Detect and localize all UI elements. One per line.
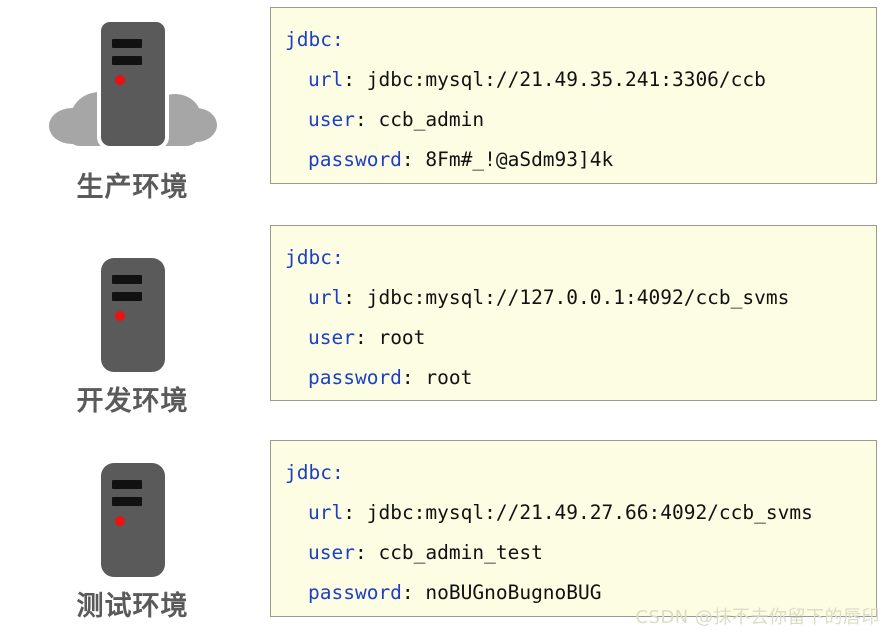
environment-icon-column: 生产环境 开发环境 测试环境 (0, 0, 265, 633)
server-vent-bar (111, 497, 142, 506)
code-line-url: url: jdbc:mysql://127.0.0.1:4092/ccb_svm… (285, 278, 876, 318)
environment-entry-development: 开发环境 (0, 252, 265, 422)
config-value: jdbc:mysql://127.0.0.1:4092/ccb_svms (366, 286, 790, 309)
config-separator: : (401, 148, 426, 171)
environment-label: 测试环境 (76, 591, 189, 622)
config-value: 8Fm#_!@aSdm93]4k (425, 148, 614, 171)
server-led-icon (114, 311, 125, 321)
config-key: user (308, 541, 355, 564)
code-line-root: jdbc: (285, 238, 876, 278)
test-icon-wrap (43, 457, 223, 587)
config-separator: : (343, 68, 367, 91)
server-tower-icon (100, 463, 165, 577)
config-value: ccb_admin (378, 108, 485, 131)
config-separator: : (401, 366, 426, 389)
server-vent-bar (111, 480, 142, 489)
config-separator: : (343, 286, 367, 309)
code-line-root: jdbc: (285, 453, 876, 493)
server-vent-bar (111, 292, 142, 301)
config-value: ccb_admin_test (378, 541, 543, 564)
config-separator: : (354, 326, 379, 349)
config-root-key: jdbc: (285, 246, 344, 269)
environment-entry-production: 生产环境 (0, 8, 265, 216)
development-icon-wrap (43, 252, 223, 382)
server-led-icon (114, 75, 125, 85)
environment-label: 开发环境 (76, 386, 189, 417)
server-vent-bar (111, 39, 142, 48)
server-tower-icon (100, 258, 165, 372)
code-line-url: url: jdbc:mysql://21.49.35.241:3306/ccb (285, 60, 876, 100)
config-separator: : (401, 581, 426, 604)
config-separator: : (354, 541, 379, 564)
server-vent-bar (111, 275, 142, 284)
config-root-key: jdbc: (285, 28, 344, 51)
config-value: root (378, 326, 426, 349)
server-led-icon (114, 516, 125, 526)
code-line-password: password: root (285, 358, 876, 398)
config-separator: : (354, 108, 379, 131)
config-value: jdbc:mysql://21.49.27.66:4092/ccb_svms (366, 501, 813, 524)
server-vent-bar (111, 56, 142, 65)
production-icon-wrap (43, 8, 223, 168)
watermark: CSDN @抹不去你留下的唇印 (635, 607, 880, 628)
config-value: root (425, 366, 473, 389)
config-key: user (308, 108, 355, 131)
config-key: url (308, 501, 344, 524)
config-code-block-development: jdbc: url: jdbc:mysql://127.0.0.1:4092/c… (270, 225, 877, 401)
environment-label: 生产环境 (76, 172, 189, 203)
config-key: url (308, 286, 344, 309)
code-line-user: user: ccb_admin_test (285, 533, 876, 573)
code-line-password: password: 8Fm#_!@aSdm93]4k (285, 140, 876, 180)
config-key: password (308, 366, 402, 389)
config-root-key: jdbc: (285, 461, 344, 484)
code-line-url: url: jdbc:mysql://21.49.27.66:4092/ccb_s… (285, 493, 876, 533)
config-value: jdbc:mysql://21.49.35.241:3306/ccb (366, 68, 766, 91)
config-key: password (308, 148, 402, 171)
config-key: password (308, 581, 402, 604)
config-separator: : (343, 501, 367, 524)
config-value: noBUGnoBugnoBUG (425, 581, 602, 604)
code-line-root: jdbc: (285, 20, 876, 60)
config-key: user (308, 326, 355, 349)
config-key: url (308, 68, 344, 91)
config-code-block-production: jdbc: url: jdbc:mysql://21.49.35.241:330… (270, 7, 877, 184)
config-code-block-test: jdbc: url: jdbc:mysql://21.49.27.66:4092… (270, 440, 877, 617)
server-tower-icon (96, 18, 169, 150)
code-line-user: user: root (285, 318, 876, 358)
code-line-user: user: ccb_admin (285, 100, 876, 140)
environment-entry-test: 测试环境 (0, 457, 265, 633)
code-line-password: password: noBUGnoBugnoBUG (285, 573, 876, 613)
